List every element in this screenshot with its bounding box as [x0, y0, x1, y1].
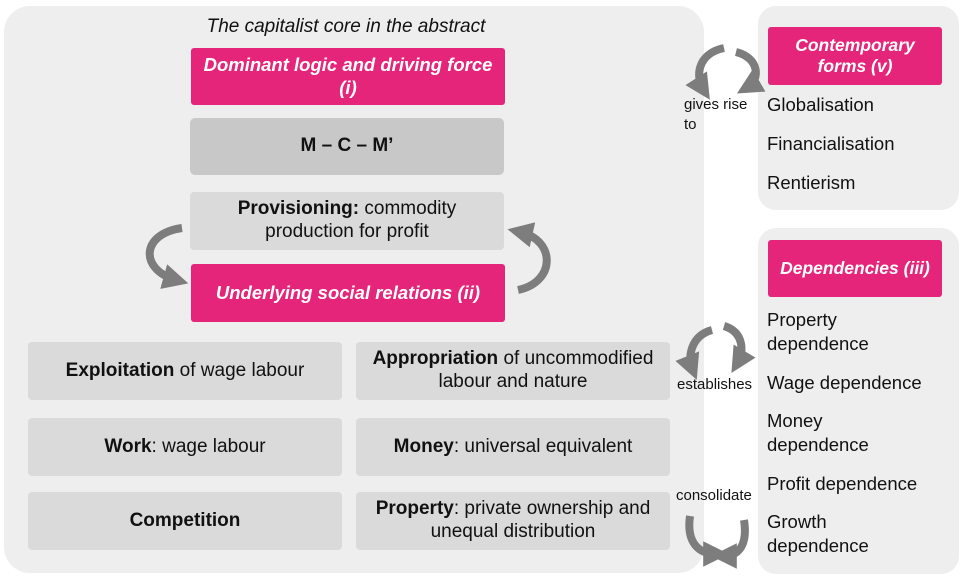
gives-rise-arrow-right: [734, 48, 766, 94]
money-text: : universal equivalent: [453, 435, 633, 457]
social-relations-heading: Underlying social relations (ii): [215, 281, 481, 303]
consolidate-arrow-right: [711, 519, 749, 569]
consolidate-arrow-left: [685, 515, 729, 567]
dependency-item-growth: Growth dependence: [767, 511, 869, 556]
dominant-logic-box: Dominant logic and driving force (i): [191, 48, 505, 105]
provisioning-label: Provisioning:: [237, 198, 360, 220]
dominant-logic-numeral: (i): [339, 76, 357, 98]
appropriation-label: Appropriation: [372, 348, 499, 370]
form-item-rentierism: Rentierism: [767, 172, 856, 193]
core-title: The capitalist core in the abstract: [206, 16, 486, 37]
dependencies-heading: Dependencies (iii): [768, 240, 942, 297]
work-text: : wage labour: [151, 435, 266, 457]
exploitation-text: of wage labour: [174, 359, 305, 381]
competition-label: Competition: [129, 509, 241, 531]
establishes-arrow-left: [675, 326, 714, 380]
work-cell: Work: wage labour: [28, 418, 342, 476]
dominant-logic-heading: Dominant logic and driving force: [203, 54, 493, 76]
provisioning-loop-arrow-left: [145, 224, 189, 289]
property-text: : private ownership and unequal distribu…: [430, 498, 651, 542]
formula-text: M – C – M’: [300, 135, 394, 157]
exploitation-label: Exploitation: [65, 359, 175, 381]
dependency-item-wage: Wage dependence: [767, 372, 922, 393]
money-cell: Money: universal equivalent: [356, 418, 670, 476]
consolidate-label: consolidate: [676, 487, 752, 504]
form-item-globalisation: Globalisation: [767, 94, 874, 115]
property-label: Property: [375, 498, 454, 520]
competition-cell: Competition: [28, 492, 342, 550]
provisioning-box: Provisioning: commodity production for p…: [190, 192, 504, 250]
dependency-item-property: Property dependence: [767, 309, 869, 354]
appropriation-text: of uncommodified labour and nature: [438, 348, 654, 392]
dependency-item-money: Money dependence: [767, 410, 869, 455]
property-cell: Property: private ownership and unequal …: [356, 492, 670, 550]
gives-rise-arrow-left: [685, 44, 726, 100]
contemporary-forms-heading: Contemporary forms (v): [768, 27, 942, 85]
money-label: Money: [393, 435, 454, 457]
dependency-item-profit: Profit dependence: [767, 473, 918, 494]
gives-rise-to-label: gives rise to: [684, 96, 748, 133]
appropriation-cell: Appropriation of uncommodified labour an…: [356, 342, 670, 400]
exploitation-cell: Exploitation of wage labour: [28, 342, 342, 400]
provisioning-text: commodity production for profit: [265, 198, 457, 242]
work-label: Work: [104, 435, 152, 457]
provisioning-loop-arrow-right: [507, 222, 551, 294]
form-item-financialisation: Financialisation: [767, 133, 895, 154]
establishes-label: establishes: [677, 376, 753, 393]
formula-box: M – C – M’: [190, 118, 504, 175]
social-relations-box: Underlying social relations (ii): [191, 264, 505, 322]
establishes-arrow-right: [722, 322, 756, 373]
